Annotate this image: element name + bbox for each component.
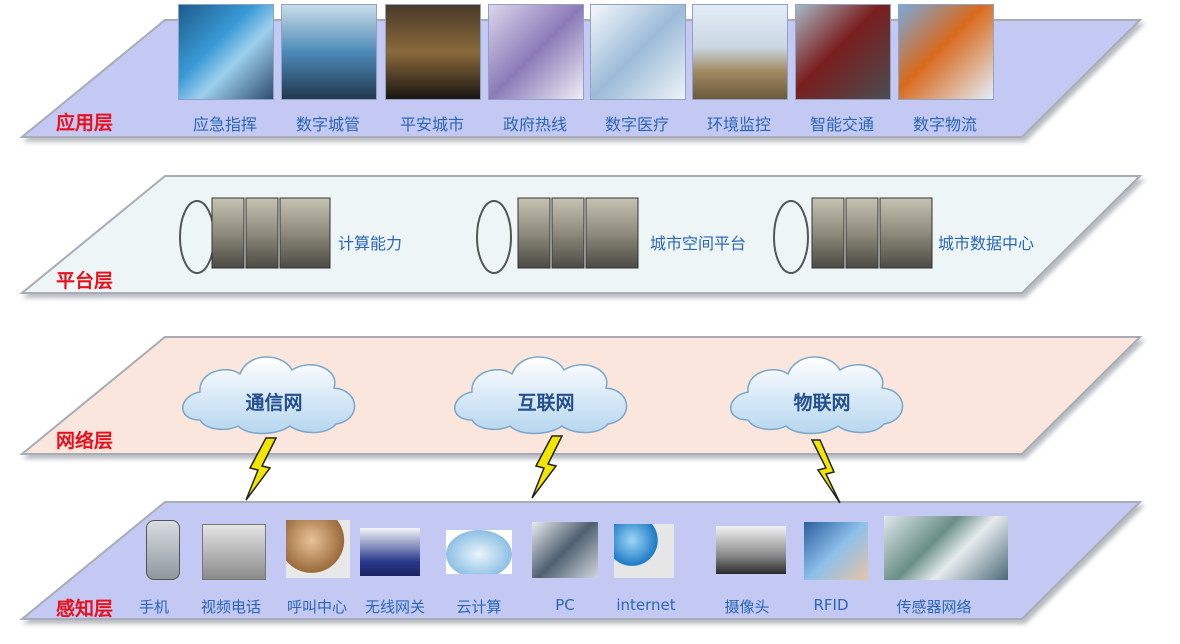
perception-caption-2: 视频电话: [200, 598, 261, 616]
perception-caption-5: 云计算: [456, 598, 502, 616]
lightning-bolt-2: [531, 435, 564, 499]
cloud-computing-icon: [446, 530, 512, 574]
perception-layer-label: 感知层: [56, 598, 114, 620]
video-phone-icon: [202, 524, 266, 580]
perception-caption-10: 传感器网络: [896, 598, 972, 616]
perception-caption-9: RFID: [813, 596, 849, 614]
network-layer-label: 网络层: [56, 430, 114, 452]
app-caption-6: 环境监控: [706, 115, 771, 134]
app-caption-4: 政府热线: [502, 115, 567, 134]
network-caption-3: 物联网: [793, 392, 851, 414]
mobile-phone-icon: [146, 520, 180, 580]
wireless-gateway-icon: [360, 528, 420, 576]
internet-icon: [614, 524, 674, 578]
network-caption-2: 互联网: [517, 392, 575, 414]
app-caption-2: 数字城管: [295, 115, 360, 134]
lightning-bolt-1: [245, 437, 278, 501]
rfid-icon: [804, 522, 868, 580]
perception-caption-7: internet: [616, 596, 676, 614]
cloud-shape-2: [454, 356, 628, 435]
app-caption-8: 数字物流: [912, 115, 977, 134]
app-caption-1: 应急指挥: [192, 115, 257, 134]
platform-layer-label: 平台层: [56, 270, 114, 292]
cloud-shape-1: [182, 356, 356, 435]
app-caption-7: 智能交通: [809, 115, 874, 134]
platform-caption-2: 城市空间平台: [650, 234, 747, 253]
server-group-3: [773, 197, 933, 274]
call-center-icon: [286, 520, 350, 578]
environment-monitor-image: [692, 4, 788, 100]
smart-traffic-image: [795, 4, 891, 100]
emergency-command-image: [178, 4, 274, 100]
platform-caption-3: 城市数据中心: [938, 234, 1035, 253]
perception-caption-6: PC: [555, 596, 575, 614]
pc-icon: [532, 522, 598, 578]
camera-icon: [716, 526, 786, 574]
cloud-shape-3: [730, 356, 904, 435]
perception-caption-4: 无线网关: [364, 598, 425, 616]
server-group-2: [476, 197, 639, 274]
digital-logistics-image: [898, 4, 994, 100]
safe-city-image: [385, 4, 481, 100]
app-caption-3: 平安城市: [399, 115, 464, 134]
application-layer-label: 应用层: [56, 112, 114, 134]
gov-hotline-image: [488, 4, 584, 100]
digital-city-image: [281, 4, 377, 100]
perception-caption-1: 手机: [138, 598, 169, 616]
digital-medical-image: [590, 4, 686, 100]
platform-caption-1: 计算能力: [338, 234, 403, 253]
lightning-bolt-3: [810, 439, 841, 504]
perception-caption-3: 呼叫中心: [286, 598, 347, 616]
server-group-1: [179, 197, 331, 274]
app-caption-5: 数字医疗: [604, 115, 669, 134]
network-caption-1: 通信网: [245, 392, 303, 414]
sensor-network-icon: [884, 516, 1008, 580]
perception-caption-8: 摄像头: [724, 598, 770, 616]
